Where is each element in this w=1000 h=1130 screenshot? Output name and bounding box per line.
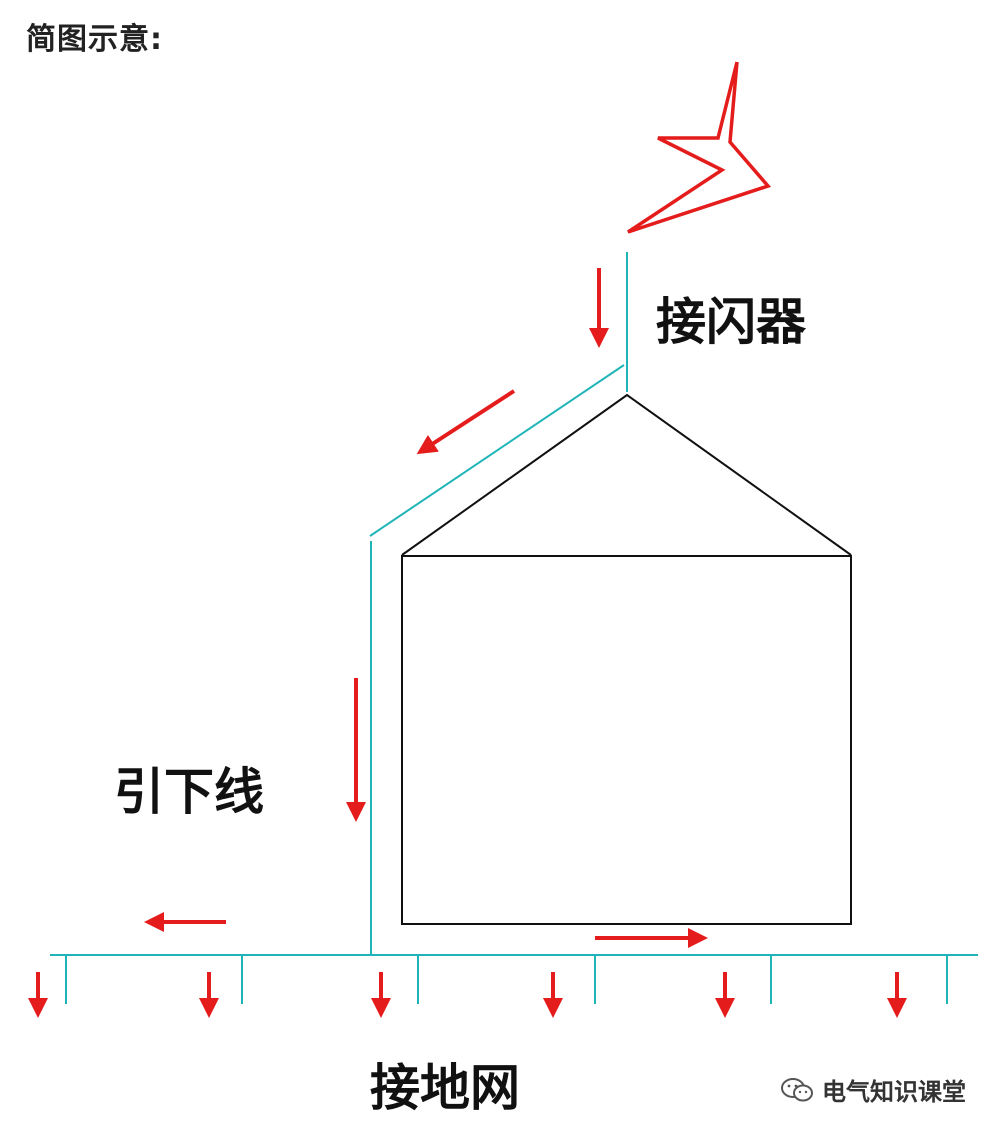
wechat-icon xyxy=(781,1077,813,1101)
air-terminal-label: 接闪器 xyxy=(656,293,806,351)
ground-rods xyxy=(65,955,948,1004)
current-arrows xyxy=(28,268,907,1018)
diagram-heading: 简图示意: xyxy=(26,22,163,57)
down-conductor-label: 引下线 xyxy=(114,763,264,821)
roof-conductor xyxy=(369,364,625,537)
roof xyxy=(401,393,852,556)
building-body xyxy=(401,555,852,925)
building-outline xyxy=(401,393,852,925)
watermark-text: 电气知识课堂 xyxy=(822,1078,966,1106)
current-arrow-icon xyxy=(416,389,516,455)
watermark: 电气知识课堂 xyxy=(780,1072,966,1107)
grounding-grid-label: 接地网 xyxy=(370,1059,520,1117)
conductor-path xyxy=(50,252,978,1004)
lightning-bolt-icon xyxy=(627,61,772,234)
